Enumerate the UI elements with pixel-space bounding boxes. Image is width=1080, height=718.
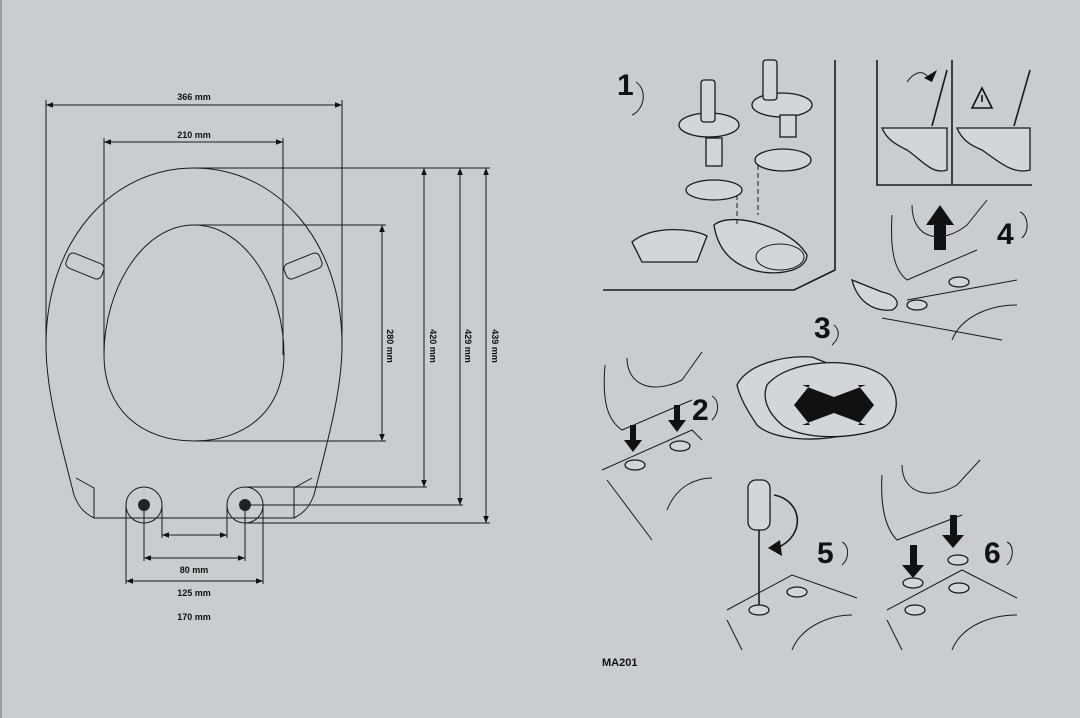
dim-hinge-centers: 125 mm bbox=[177, 588, 211, 598]
step-4-number: 4 bbox=[997, 218, 1014, 251]
step-warning-illustration bbox=[876, 60, 1032, 186]
dimension-lines bbox=[46, 102, 489, 584]
step-6-number: 6 bbox=[984, 537, 1001, 570]
step-1-illustration bbox=[603, 59, 836, 291]
dim-seat-width: 366 mm bbox=[177, 92, 211, 102]
step-2-number: 2 bbox=[692, 394, 709, 427]
seat-opening bbox=[103, 224, 285, 442]
dim-hinge-span: 170 mm bbox=[177, 612, 211, 622]
step-3-illustration bbox=[736, 324, 897, 440]
seat-outline bbox=[45, 167, 343, 524]
buffer-left bbox=[65, 252, 105, 280]
step-2-illustration bbox=[601, 351, 719, 541]
buffer-right bbox=[283, 252, 323, 280]
step-6-illustration bbox=[881, 459, 1018, 651]
dim-opening-length: 280 mm bbox=[385, 329, 395, 363]
dim-length-439: 439 mm bbox=[490, 329, 500, 363]
step-4-illustration bbox=[851, 199, 1028, 341]
extension-lines bbox=[45, 100, 490, 584]
step-5-illustration bbox=[726, 479, 858, 651]
dim-hinge-gap: 80 mm bbox=[180, 565, 209, 575]
dim-length-429: 429 mm bbox=[463, 329, 473, 363]
model-code: MA201 bbox=[602, 657, 637, 669]
step-5-number: 5 bbox=[817, 537, 834, 570]
step-1-number: 1 bbox=[617, 69, 634, 102]
dim-length-420: 420 mm bbox=[428, 329, 438, 363]
step-3-number: 3 bbox=[814, 312, 831, 345]
dim-opening-width: 210 mm bbox=[177, 130, 211, 140]
